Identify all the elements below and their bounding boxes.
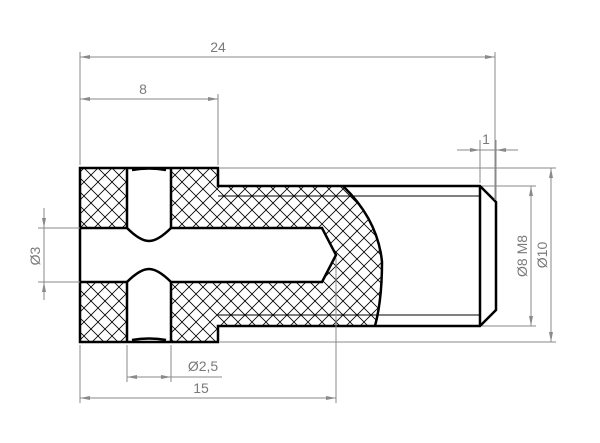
head-length-label: 8: [139, 81, 147, 97]
dimension-thread: Ø8 M8: [482, 185, 536, 327]
dimension-bore-depth: 15: [79, 258, 337, 403]
dimension-outer-diameter: Ø10: [220, 167, 556, 343]
dimension-bore-diameter: Ø3: [27, 208, 80, 300]
cross-hole-label: Ø2,5: [188, 358, 219, 374]
bore-diameter-label: Ø3: [27, 246, 43, 265]
dimension-head-length: 8: [80, 81, 219, 165]
thread-label: Ø8 M8: [514, 235, 530, 277]
part-outline: [78, 166, 498, 344]
hatched-section: [80, 168, 382, 342]
overall-length-label: 24: [210, 39, 226, 55]
dimension-cross-hole: Ø2,5: [126, 345, 222, 382]
dimension-chamfer: 1: [457, 131, 518, 200]
bore-depth-label: 15: [193, 380, 209, 396]
outer-diameter-label: Ø10: [534, 242, 550, 269]
dimension-overall-length: 24: [79, 39, 496, 200]
chamfer-label: 1: [482, 131, 490, 147]
